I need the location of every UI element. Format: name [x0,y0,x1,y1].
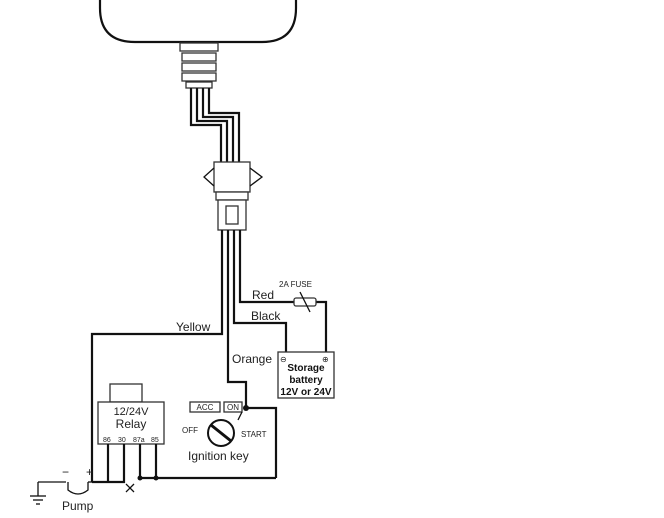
switch-symbol [125,483,135,493]
black-wire [232,230,288,352]
relay-label-line1: 12/24V [114,406,150,418]
device-housing [98,0,298,44]
red-wire [238,230,294,304]
ground-icon [30,482,46,505]
relay-label-line2: Relay [116,417,147,431]
start-label: START [241,430,267,439]
relay-pin-85: 85 [151,437,159,444]
fuse [293,291,317,313]
pump-minus: − [62,465,69,479]
connector-plug [203,161,264,231]
relay-pin-86: 86 [103,437,111,444]
cable-strain-relief [179,42,219,89]
battery-label-line1: Storage [287,363,325,374]
black-label: Black [251,309,281,323]
relay [97,383,165,445]
relay-pin-30: 30 [118,437,126,444]
battery-minus-icon: ⊖ [280,355,287,364]
pump-label: Pump [62,499,94,513]
pump-plus: + [86,465,93,479]
orange-label: Orange [232,352,272,366]
yellow-wire [90,230,224,482]
pump [38,481,92,495]
connector-wires [90,230,328,482]
battery-label-line3: 12V or 24V [280,387,331,398]
ignition-key-label: Ignition key [188,449,249,463]
storage-battery [277,351,335,399]
red-label: Red [252,288,274,302]
yellow-label: Yellow [176,320,211,334]
on-label: ON [227,403,239,412]
battery-label-line2: battery [289,375,323,386]
fuse-label: 2A FUSE [279,280,312,289]
wire-bundle [189,88,241,162]
acc-label: ACC [197,403,214,412]
battery-plus-icon: ⊕ [322,355,329,364]
off-label: OFF [182,426,198,435]
relay-pin-87a: 87a [133,437,145,444]
orange-wire [226,230,248,408]
ignition-switch [189,401,278,478]
